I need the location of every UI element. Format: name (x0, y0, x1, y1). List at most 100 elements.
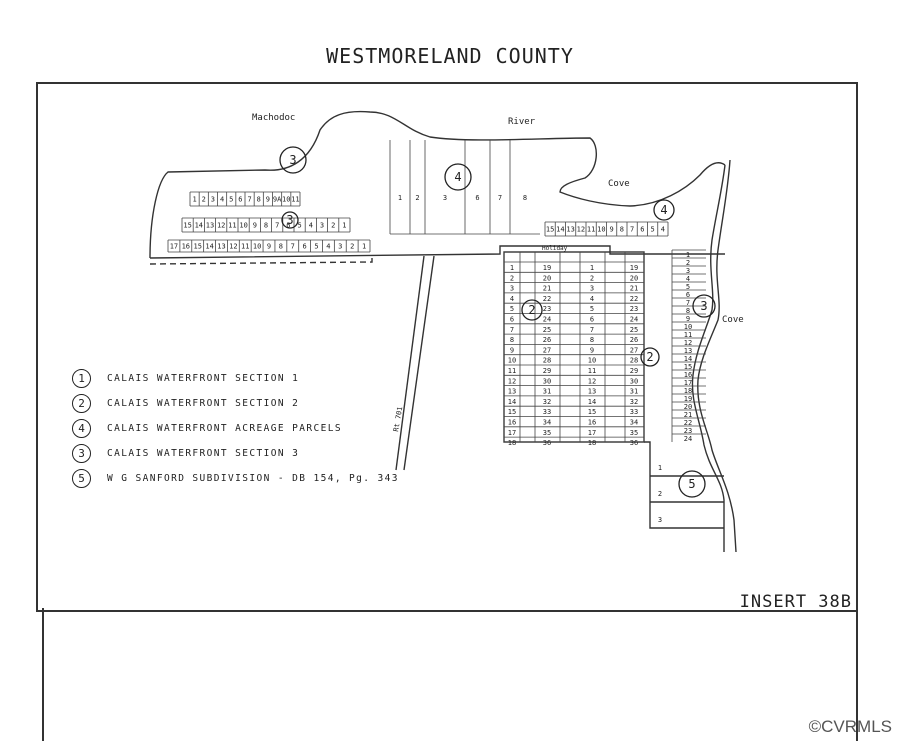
lot-number: 13 (508, 388, 516, 396)
lot-number: 1 (510, 264, 514, 272)
lot-number: 2 (590, 274, 594, 282)
lot-number: 15 (508, 408, 516, 416)
legend-number: 4 (72, 419, 91, 438)
legend-text: CALAIS WATERFRONT ACREAGE PARCELS (107, 423, 342, 434)
lot-number: 2 (686, 259, 690, 267)
lot-number: 14 (684, 355, 692, 363)
lot-number: 5 (651, 226, 655, 234)
lot-number: 8 (686, 307, 690, 315)
lot-number: 6 (303, 243, 307, 251)
lot-number: 16 (684, 371, 692, 379)
lot-number: 13 (566, 226, 574, 234)
lot-number: 3 (510, 285, 514, 293)
lot-number: 18 (684, 387, 692, 395)
lot-number: 4 (661, 226, 665, 234)
lot-number: 7 (275, 222, 279, 230)
lot-number: 21 (543, 285, 551, 293)
lot-number: 28 (543, 357, 551, 365)
lot-number: 6 (640, 226, 644, 234)
lot-number: 8 (523, 194, 527, 202)
lot-number: 2 (415, 194, 419, 202)
lot-number: 17 (684, 379, 692, 387)
label-river: River (508, 117, 536, 127)
lot-number: 18 (588, 439, 596, 447)
lot-number: 16 (588, 419, 596, 427)
map-title: WESTMORELAND COUNTY (326, 44, 574, 68)
label-cove-north: Cove (608, 179, 630, 189)
lot-number: 10 (684, 323, 692, 331)
lot-number: 30 (630, 377, 638, 385)
lot-number: 9 (253, 222, 257, 230)
lot-number: 11 (588, 367, 596, 375)
lot-number: 35 (543, 429, 551, 437)
lot-number: 21 (630, 285, 638, 293)
lot-number: 22 (684, 419, 692, 427)
lot-number: 8 (279, 243, 283, 251)
section-marker (279, 146, 307, 174)
lot-number: 15 (546, 226, 554, 234)
lot-number: 5 (686, 283, 690, 291)
lot-number: 10 (597, 226, 605, 234)
lot-number: 4 (309, 222, 313, 230)
lot-number: 11 (508, 367, 516, 375)
lot-number: 7 (590, 326, 594, 334)
section-number: 3 (286, 213, 293, 227)
lot-number: 7 (686, 299, 690, 307)
lot-number: 29 (543, 367, 551, 375)
section-marker (692, 294, 716, 318)
lot-number: 11 (587, 226, 595, 234)
lot-number: 27 (543, 346, 551, 354)
lot-number: 6 (510, 316, 514, 324)
lot-number: 3 (320, 222, 324, 230)
lot-number: 3 (590, 285, 594, 293)
lot-number: 9 (610, 226, 614, 234)
lot-number: 26 (543, 336, 551, 344)
section-number: 3 (700, 299, 707, 313)
lot-number: 9 (686, 315, 690, 323)
label-machodoc: Machodoc (252, 113, 295, 123)
lot-number: 15 (588, 408, 596, 416)
lot-number: 9A (273, 196, 282, 204)
lot-number: 14 (588, 398, 596, 406)
lot-number: 8 (590, 336, 594, 344)
section-number: 4 (660, 203, 667, 217)
legend-number: 1 (72, 369, 91, 388)
lot-number: 24 (630, 316, 638, 324)
lot-number: 9 (267, 243, 271, 251)
lot-number: 1 (398, 194, 402, 202)
lower-panel (42, 608, 858, 741)
lot-number: 9 (266, 196, 270, 204)
block-grid (503, 251, 645, 443)
lot-number: 19 (543, 264, 551, 272)
lot-number: 17 (170, 243, 178, 251)
lot-number: 1 (590, 264, 594, 272)
lot-number: 9 (510, 346, 514, 354)
label-holiday: Holiday (542, 245, 568, 252)
lot-number: 4 (686, 275, 690, 283)
lot-number: 31 (630, 388, 638, 396)
lot-number: 13 (206, 222, 214, 230)
lot-number: 4 (590, 295, 594, 303)
lot-number: 3 (443, 194, 447, 202)
shoreline-west (149, 110, 726, 259)
label-cove-east: Cove (722, 315, 744, 325)
section-number: 5 (688, 477, 695, 491)
section-number: 3 (289, 153, 296, 167)
lot-number: 5 (510, 305, 514, 313)
section-marker (678, 470, 706, 498)
shoreline-east (691, 164, 726, 552)
lot-number: 28 (630, 357, 638, 365)
lot-number: 36 (630, 439, 638, 447)
lot-number: 16 (508, 419, 516, 427)
lot-number: 2 (331, 222, 335, 230)
lot-number: 14 (205, 243, 213, 251)
lot-number: 22 (543, 295, 551, 303)
lot-number: 10 (508, 357, 516, 365)
lot-number: 7 (498, 194, 502, 202)
lot-number: 16 (182, 243, 190, 251)
legend-text: CALAIS WATERFRONT SECTION 2 (107, 398, 300, 409)
